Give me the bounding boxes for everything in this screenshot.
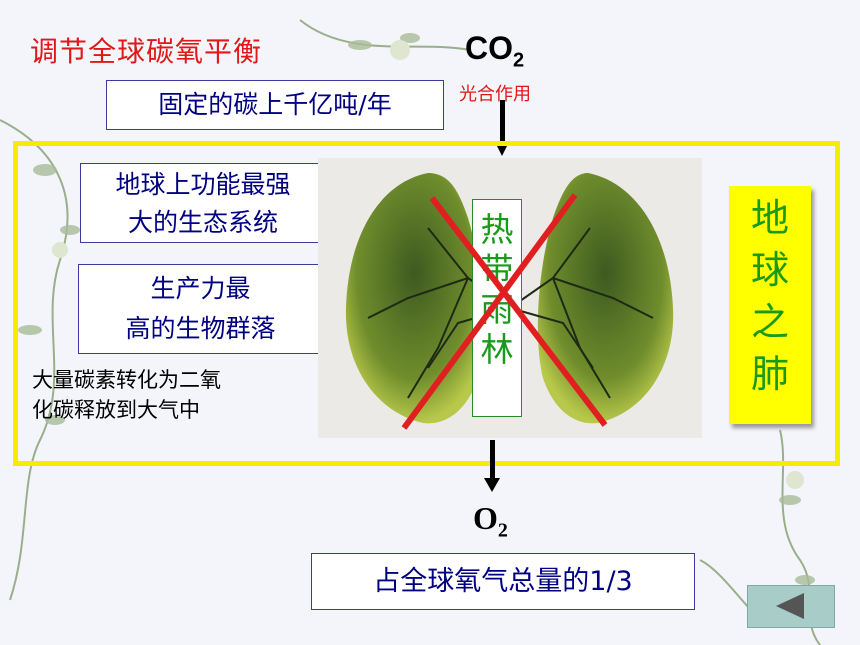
oxygen-share-box: 占全球氧气总量的1/3 [311,553,695,610]
carbon-release-line: 大量碳素转化为二氧 [32,368,221,392]
ecosystem-line: 地球上功能最强 [115,170,291,199]
productivity-line: 高的生物群落 [125,314,276,343]
productivity-box: 生产力最 高的生物群落 [78,264,323,354]
down-arrow-icon [484,440,500,492]
carbon-release-text: 大量碳素转化为二氧 化碳释放到大气中 [32,365,221,425]
earth-lung-label: 地 球 之 肺 [729,186,811,424]
earth-lung-char: 球 [750,248,789,292]
ecosystem-box: 地球上功能最强 大的生态系统 [80,163,326,243]
fixed-carbon-box: 固定的碳上千亿吨/年 [106,80,444,130]
back-button[interactable] [747,585,835,628]
rainforest-frame [13,141,840,466]
photosynthesis-label: 光合作用 [459,84,531,105]
ecosystem-line: 大的生态系统 [127,208,278,237]
page-title: 调节全球碳氧平衡 [30,35,263,68]
earth-lung-char: 之 [750,300,789,344]
co2-label: CO2 [465,30,525,72]
carbon-release-line: 化碳释放到大气中 [32,398,200,422]
productivity-line: 生产力最 [150,274,251,303]
triangle-left-icon [776,593,804,619]
o2-label: O2 [473,500,508,542]
rainforest-char: 带 [480,250,514,289]
earth-lung-char: 地 [750,196,789,240]
rainforest-label: 热 带 雨 林 [472,199,522,417]
earth-lung-char: 肺 [750,352,789,396]
rainforest-char: 林 [480,330,514,369]
rainforest-char: 热 [480,210,514,249]
rainforest-char: 雨 [480,290,514,329]
